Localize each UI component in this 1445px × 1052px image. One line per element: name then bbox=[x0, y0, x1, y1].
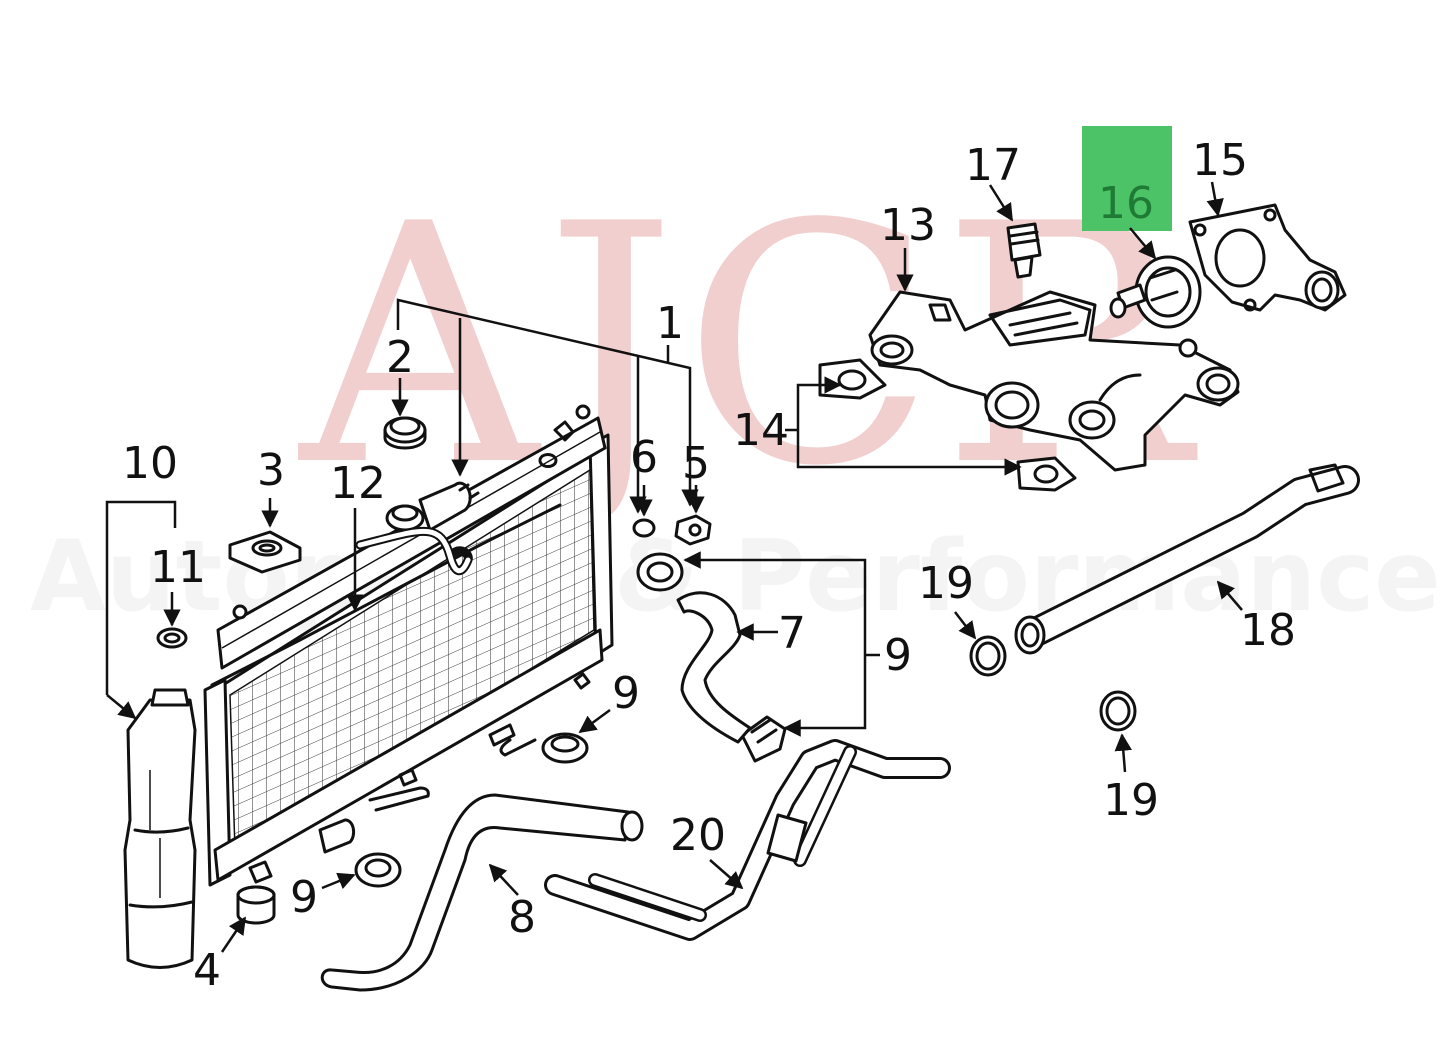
radiator-mount-upper[interactable] bbox=[228, 530, 302, 574]
hose-clamp-upper[interactable] bbox=[636, 552, 684, 592]
callout-7: 7 bbox=[778, 608, 806, 659]
callout-12: 12 bbox=[330, 458, 386, 509]
callout-19-upper: 19 bbox=[918, 558, 974, 609]
bypass-pipe-assembly[interactable] bbox=[544, 739, 951, 941]
highlight-box bbox=[1082, 126, 1172, 231]
callout-11: 11 bbox=[150, 542, 206, 593]
hose-clamp-radiator[interactable] bbox=[541, 732, 589, 764]
mount-bushing-lower[interactable] bbox=[236, 885, 276, 925]
radiator-cap[interactable] bbox=[383, 416, 427, 450]
callout-9-bottom: 9 bbox=[290, 872, 318, 923]
callout-19-lower: 19 bbox=[1103, 775, 1159, 826]
thermostat-cover[interactable] bbox=[1188, 203, 1347, 312]
callout-9-radiator: 9 bbox=[612, 668, 640, 719]
hose-clamp-bottom[interactable] bbox=[354, 852, 402, 888]
callout-2: 2 bbox=[386, 332, 414, 383]
radiator[interactable] bbox=[203, 404, 614, 887]
callout-labels: 1 2 3 4 5 6 7 8 9 9 9 9 10 11 12 13 14 1… bbox=[122, 135, 1296, 996]
water-outlet-housing[interactable] bbox=[868, 290, 1240, 472]
callout-1: 1 bbox=[656, 298, 684, 349]
hose-clamp-lower-hose7[interactable] bbox=[740, 715, 787, 763]
callout-16: 16 bbox=[1098, 178, 1154, 229]
seal-washer[interactable] bbox=[156, 627, 188, 649]
callout-8: 8 bbox=[508, 892, 536, 943]
o-ring[interactable] bbox=[632, 518, 656, 538]
thermostat[interactable] bbox=[1109, 255, 1202, 329]
hose-fitting[interactable] bbox=[674, 514, 712, 546]
lower-radiator-hose[interactable] bbox=[320, 793, 644, 992]
coolant-reservoir[interactable] bbox=[123, 688, 197, 969]
water-pipe[interactable] bbox=[1014, 463, 1360, 655]
callout-14: 14 bbox=[733, 405, 789, 456]
leader-lines bbox=[105, 181, 1243, 953]
callout-4: 4 bbox=[193, 945, 221, 996]
gasket-lower[interactable] bbox=[1016, 456, 1077, 492]
callout-17: 17 bbox=[965, 140, 1021, 191]
temperature-sensor[interactable] bbox=[1006, 222, 1042, 279]
callout-5: 5 bbox=[682, 438, 710, 489]
callout-15: 15 bbox=[1192, 135, 1248, 186]
callout-3: 3 bbox=[257, 445, 285, 496]
callout-13: 13 bbox=[880, 200, 936, 251]
upper-radiator-hose[interactable] bbox=[676, 591, 752, 744]
callout-20: 20 bbox=[670, 810, 726, 861]
callout-6: 6 bbox=[630, 432, 658, 483]
callout-9-right: 9 bbox=[884, 630, 912, 681]
callout-10: 10 bbox=[122, 438, 178, 489]
callout-18: 18 bbox=[1240, 605, 1296, 656]
